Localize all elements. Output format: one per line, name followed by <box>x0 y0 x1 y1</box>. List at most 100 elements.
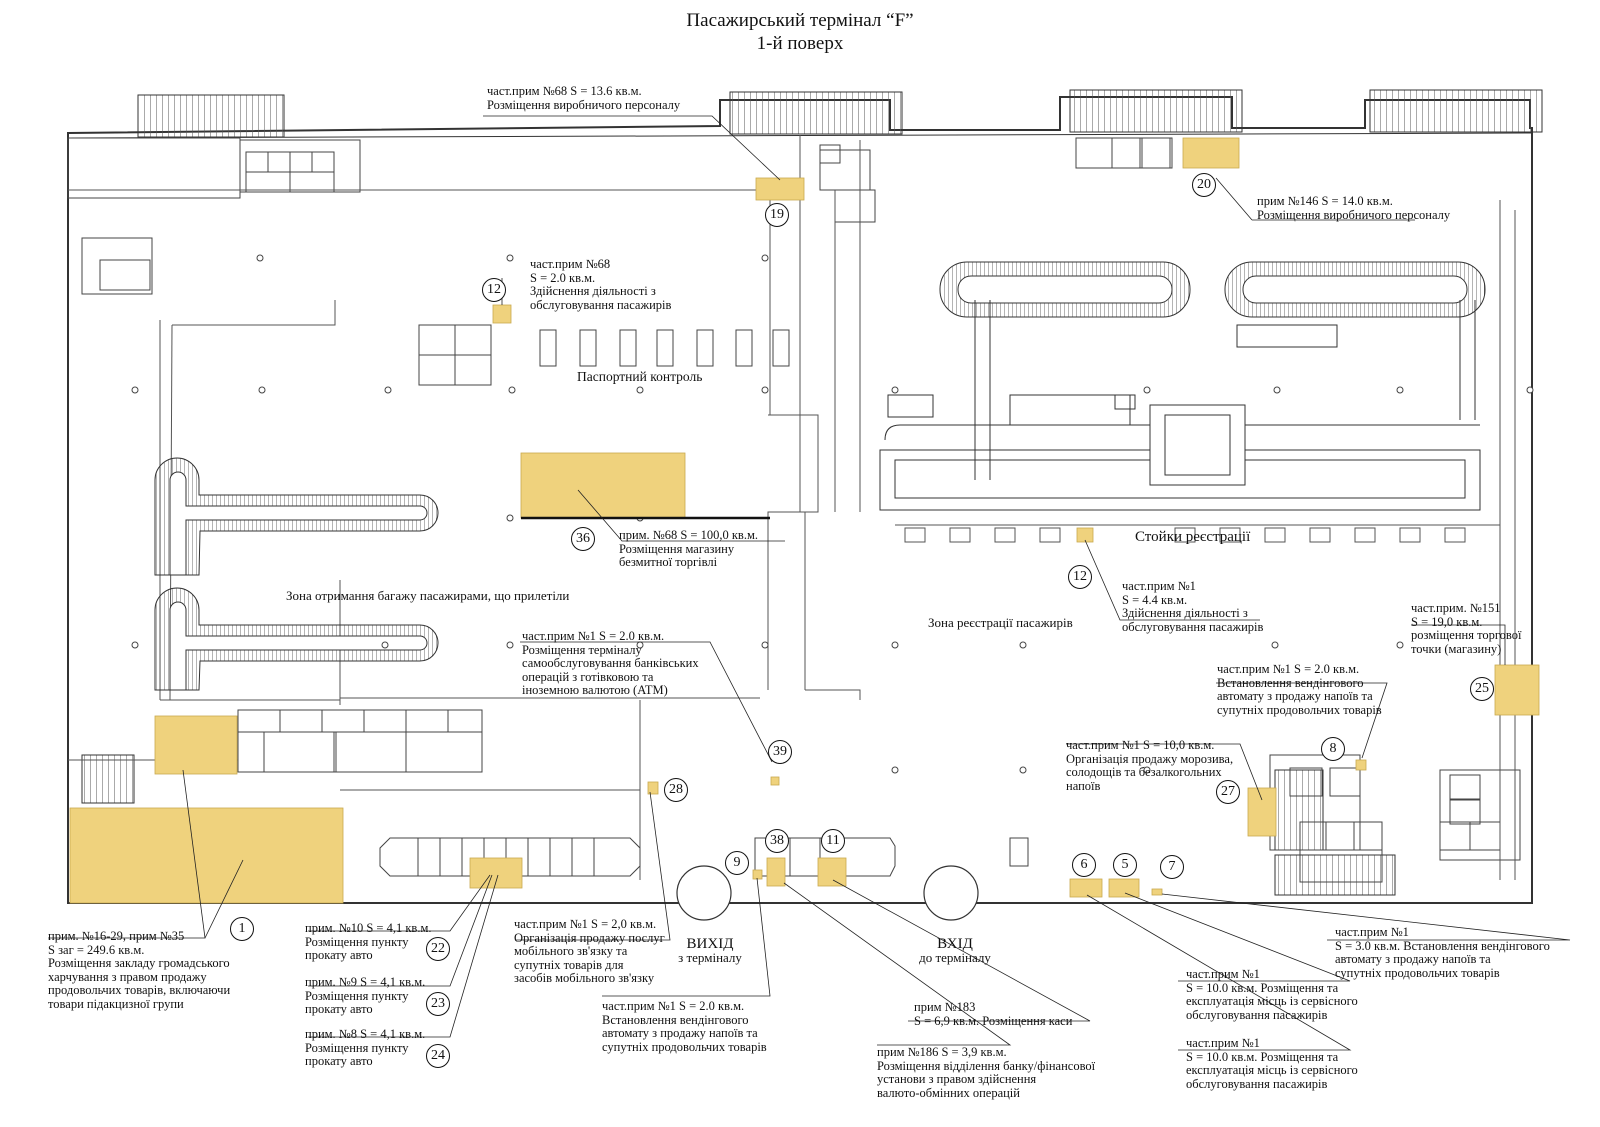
zone-checkin-desks: Стойки реєстрації <box>1135 529 1251 545</box>
callout-27-line4: напоїв <box>1066 778 1101 793</box>
columns <box>131 254 1534 774</box>
callout-36-line3: безмитної торгівлі <box>619 555 718 569</box>
marker-11: 11 <box>821 829 845 853</box>
callout-5: част.прим №1 S = 10.0 кв.м. Розміщення т… <box>1186 967 1358 1022</box>
marker-6: 6 <box>1072 853 1096 877</box>
callout-20-line2: Розміщення виробничого персоналу <box>1257 207 1451 222</box>
marker-5: 5 <box>1113 853 1137 877</box>
callout-39-line4: операцій з готівковою та <box>522 669 654 684</box>
callout-25: част.прим. №151 S = 19,0 кв.м. розміщенн… <box>1411 601 1522 656</box>
callout-23: прим. №9 S = 4,1 кв.м. Розміщення пункту… <box>305 975 426 1017</box>
callout-27: част.прим №1 S = 10,0 кв.м. Організація … <box>1066 738 1234 793</box>
callout-8-line3: автомату з продажу напоїв та <box>1217 689 1373 703</box>
callout-5-line2: S = 10.0 кв.м. Розміщення та <box>1186 980 1339 995</box>
area-22-24 <box>469 857 523 889</box>
callout-36-line1: прим. №68 S = 100,0 кв.м. <box>619 528 758 542</box>
zone-passport-control: Паспортний контроль <box>577 369 703 384</box>
checkin-conveyors <box>879 261 1486 511</box>
callout-5-line4: обслуговування пасажирів <box>1186 1007 1328 1022</box>
callout-22: прим. №10 S = 4,1 кв.м. Розміщення пункт… <box>305 921 432 963</box>
callout-12-checkin-line3: Здійснення діяльності з <box>1122 606 1248 620</box>
marker-24: 24 <box>426 1044 450 1068</box>
callout-23-line1: прим. №9 S = 4,1 кв.м. <box>305 975 426 989</box>
callout-28-line1: част.прим №1 S = 2,0 кв.м. <box>514 917 657 931</box>
callout-6: част.прим №1 S = 10.0 кв.м. Розміщення т… <box>1186 1036 1358 1091</box>
callout-25-line4: точки (магазину) <box>1411 641 1502 656</box>
area-8 <box>1355 759 1367 771</box>
callout-28: част.прим №1 S = 2,0 кв.м. Організація п… <box>514 917 665 986</box>
revolving-doors <box>676 865 979 921</box>
callout-12-checkin-line4: обслуговування пасажирів <box>1122 619 1264 634</box>
callout-27-line2: Організація продажу морозива, <box>1066 751 1234 766</box>
callout-6-line1: част.прим №1 <box>1186 1036 1260 1050</box>
marker-8: 8 <box>1321 737 1345 761</box>
callout-7-line3: автомату з продажу напоїв та <box>1335 952 1491 966</box>
marker-38: 38 <box>765 829 789 853</box>
callout-20-line1: прим №146 S = 14.0 кв.м. <box>1257 194 1393 208</box>
zone-baggage-claim: Зона отримання багажу пасажирами, що при… <box>286 588 570 603</box>
callout-1: прим. №16-29, прим №35 S заг = 249.6 кв.… <box>48 929 231 1011</box>
area-27 <box>1247 787 1277 837</box>
marker-27: 27 <box>1216 780 1240 804</box>
callout-38-line2: Розміщення відділення банку/фінансової <box>877 1058 1096 1073</box>
exit-label: ВИХІД з терміналу <box>662 937 758 965</box>
callout-1-line2: S заг = 249.6 кв.м. <box>48 942 145 957</box>
checkin-desks <box>895 524 1500 543</box>
callout-24-line1: прим. №8 S = 4,1 кв.м. <box>305 1027 426 1041</box>
callout-7-line1: част.прим №1 <box>1335 925 1409 939</box>
callout-8: част.прим №1 S = 2.0 кв.м. Встановлення … <box>1217 662 1382 717</box>
callout-12-checkin-line1: част.прим №1 <box>1122 579 1196 593</box>
area-36 <box>520 452 686 519</box>
bottom-counters <box>379 837 1029 877</box>
stair-blocks <box>81 89 1543 896</box>
callout-39-line2: Розміщення терміналу <box>522 642 642 657</box>
callout-12-checkin: част.прим №1 S = 4.4 кв.м. Здійснення ді… <box>1122 579 1264 634</box>
callout-12-top: част.прим №68 S = 2.0 кв.м. Здійснення д… <box>530 257 671 312</box>
area-1b <box>69 807 344 904</box>
callout-9: част.прим №1 S = 2.0 кв.м. Встановлення … <box>602 999 767 1054</box>
marker-23: 23 <box>426 992 450 1016</box>
callout-25-line2: S = 19,0 кв.м. <box>1411 614 1483 629</box>
callout-9-line1: част.прим №1 S = 2.0 кв.м. <box>602 999 745 1013</box>
callout-8-line2: Встановлення вендінгового <box>1217 675 1364 690</box>
area-28 <box>647 781 659 795</box>
callout-9-line4: супутніх продовольчих товарів <box>602 1039 767 1054</box>
callout-28-line2: Організація продажу послуг <box>514 930 665 945</box>
callout-25-line3: розміщення торгової <box>1411 628 1522 642</box>
area-1a <box>154 715 238 775</box>
callout-20: прим №146 S = 14.0 кв.м. Розміщення виро… <box>1257 194 1451 222</box>
callout-22-line1: прим. №10 S = 4,1 кв.м. <box>305 921 432 935</box>
baggage-carousels <box>154 457 439 691</box>
marker-22: 22 <box>426 937 450 961</box>
callout-1-line3: Розміщення закладу громадського <box>48 956 230 970</box>
callout-23-line3: прокату авто <box>305 1002 373 1016</box>
callout-28-line3: мобільного зв'язку та <box>514 944 628 958</box>
callout-12-top-line1: част.прим №68 <box>530 257 611 271</box>
exit-main: ВИХІД <box>686 936 734 952</box>
area-11 <box>817 857 847 887</box>
callout-38-line3: установи з правом здійснення <box>877 1072 1037 1086</box>
callout-25-line1: част.прим. №151 <box>1411 601 1501 615</box>
callout-9-line2: Встановлення вендінгового <box>602 1012 749 1027</box>
area-20 <box>1182 137 1240 169</box>
marker-39: 39 <box>768 740 792 764</box>
callout-12-checkin-line2: S = 4.4 кв.м. <box>1122 592 1188 607</box>
area-25 <box>1494 664 1540 716</box>
callout-12-top-line2: S = 2.0 кв.м. <box>530 270 596 285</box>
callout-11-line1: прим №183 <box>914 1000 976 1014</box>
marker-36: 36 <box>571 527 595 551</box>
callout-11-line2: S = 6,9 кв.м. Розміщення каси <box>914 1013 1073 1028</box>
callout-39-line3: самообслуговування банківських <box>522 656 699 670</box>
callout-38-line4: валюто-обмінних операцій <box>877 1085 1020 1100</box>
area-9 <box>752 869 763 880</box>
leased-areas <box>69 137 1540 904</box>
marker-7: 7 <box>1160 855 1184 879</box>
callout-19-line2: Розміщення виробничого персоналу <box>487 97 681 112</box>
page-subtitle: 1-й поверх <box>756 33 844 54</box>
callout-28-line5: засобів мобільного зв'язку <box>514 971 655 985</box>
area-7 <box>1151 888 1163 896</box>
callout-39: част.прим №1 S = 2.0 кв.м. Розміщення те… <box>522 629 699 698</box>
callout-5-line3: експлуатація місць із сервісного <box>1186 994 1358 1008</box>
entry-main: ВХІД <box>937 936 973 952</box>
callout-1-line5: продовольчих товарів, включаючи <box>48 983 231 997</box>
